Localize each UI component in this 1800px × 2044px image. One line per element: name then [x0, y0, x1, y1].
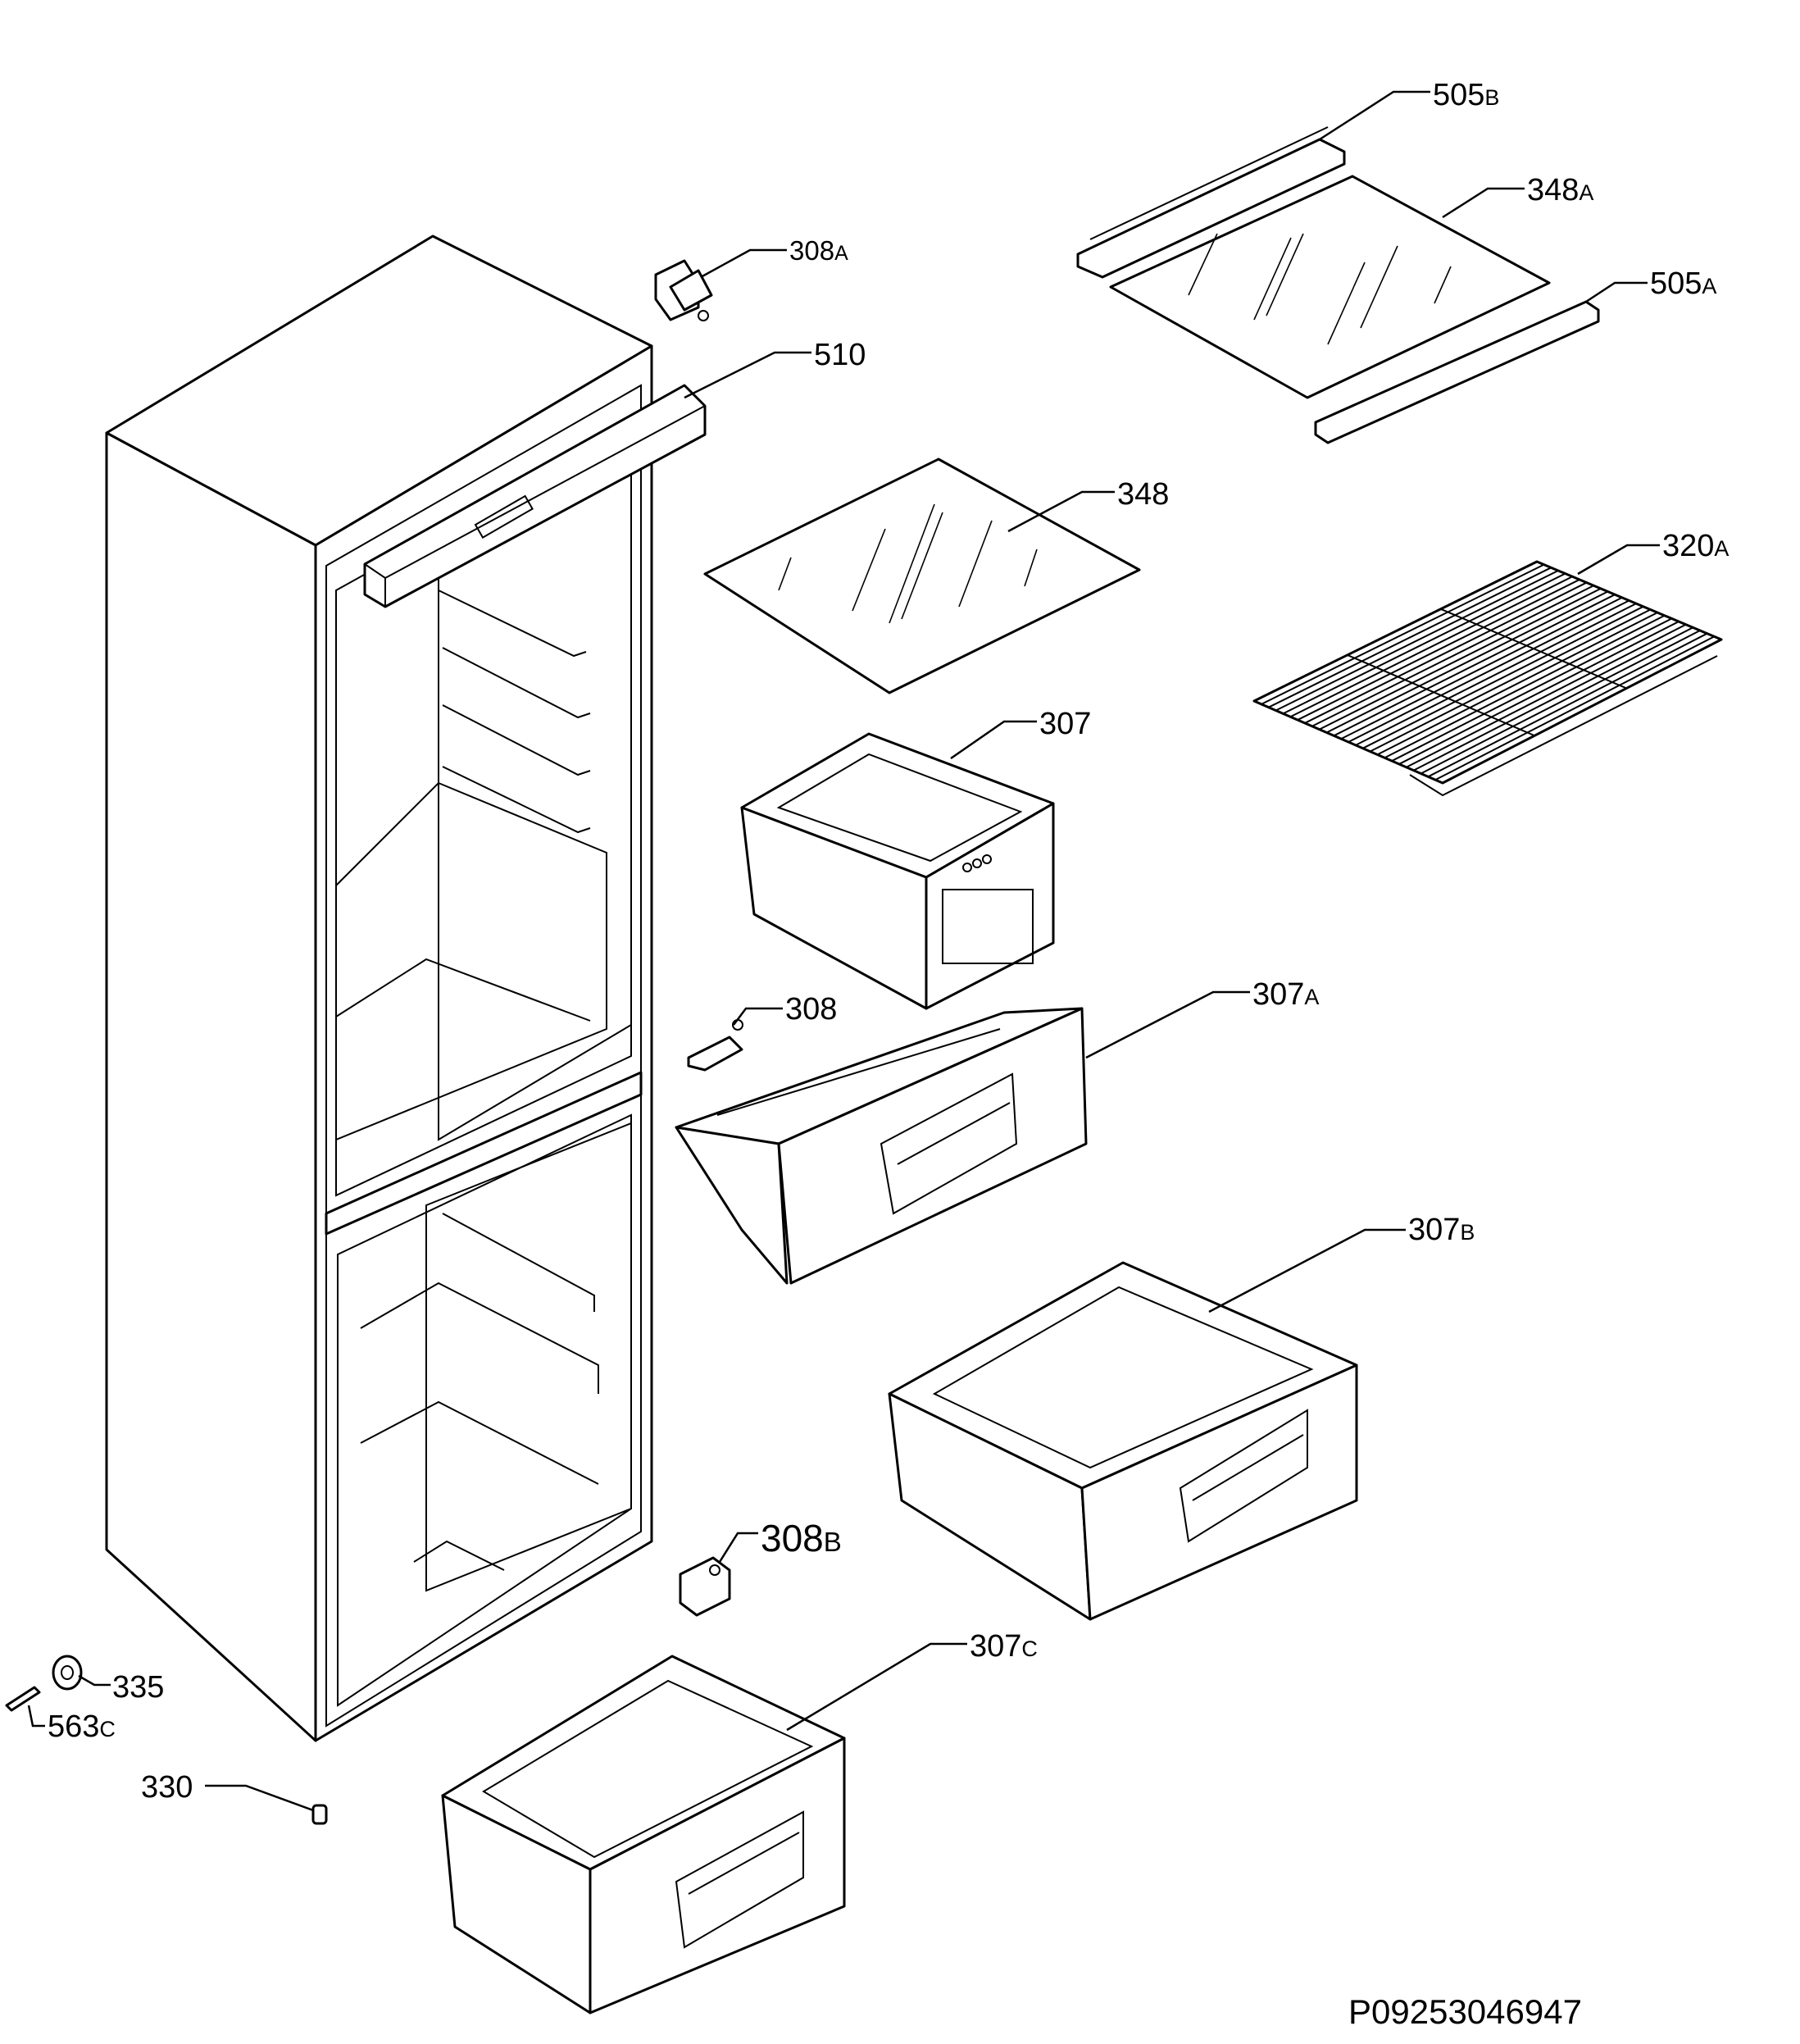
wire-rod [1275, 570, 1559, 712]
wire-rod [1406, 623, 1687, 768]
wire-rod [1384, 614, 1666, 759]
leader-lines [27, 90, 1660, 1812]
label-505b: 505B [1433, 78, 1499, 112]
top-hinge-part [654, 259, 713, 321]
wire-cross-bar [1440, 608, 1627, 690]
drawer-upper-part [675, 1007, 1088, 1285]
wire-rod [1391, 617, 1672, 762]
wire-rod [1362, 605, 1644, 749]
drawer-lower-part [441, 1655, 846, 2014]
wire-rod [1297, 579, 1580, 721]
label-563c: 563C [48, 1709, 116, 1744]
label-308b: 308B [761, 1517, 842, 1559]
label-348: 348 [1117, 477, 1169, 512]
label-307: 307 [1039, 707, 1091, 741]
wire-rod [1434, 635, 1715, 781]
pin-part [5, 1686, 41, 1712]
wire-rod [1420, 630, 1701, 775]
wire-rod [1370, 608, 1651, 753]
glass-shelf-part [703, 458, 1141, 694]
wire-rod [1311, 585, 1594, 727]
part-labels: 505B 348A 505A 308A 510 348 320A 307 308… [48, 78, 1729, 2031]
wire-rod [1261, 563, 1545, 705]
fridge-cabinet [105, 234, 653, 1742]
label-335: 335 [112, 1670, 164, 1705]
label-505a: 505A [1650, 266, 1716, 301]
wire-rod [1348, 599, 1630, 743]
wire-shelf-part [1252, 560, 1723, 797]
wire-rod [1413, 626, 1693, 772]
wire-rod [1427, 632, 1708, 778]
label-320a: 320A [1662, 529, 1729, 563]
label-308a: 308A [789, 235, 848, 266]
glass-shelf-upper-part [1109, 175, 1551, 399]
wire-rod [1326, 590, 1608, 734]
wire-rod [1304, 581, 1588, 724]
label-307c: 307C [970, 1629, 1038, 1664]
label-307a: 307A [1252, 977, 1319, 1012]
wire-rod [1376, 612, 1658, 756]
wire-cross-bar [1347, 653, 1535, 737]
control-panel-part [363, 384, 707, 608]
wire-rod [1333, 594, 1616, 737]
wire-rod [1340, 596, 1623, 740]
diagram-code: P09253046947 [1348, 1992, 1582, 2031]
wire-rod [1398, 621, 1680, 765]
label-348a: 348A [1527, 173, 1593, 207]
wire-rod [1355, 603, 1637, 746]
crisper-box-part [740, 732, 1055, 1010]
label-510: 510 [814, 338, 866, 372]
wire-rod [1319, 587, 1602, 731]
wire-rod [1289, 576, 1573, 718]
label-307b: 307B [1408, 1213, 1475, 1247]
foot-part [311, 1804, 328, 1825]
label-330: 330 [141, 1770, 193, 1805]
clip-part [687, 1019, 743, 1072]
label-308: 308 [785, 992, 837, 1027]
drawer-middle-part [888, 1261, 1358, 1621]
roller-part [52, 1655, 83, 1691]
wire-rod [1268, 567, 1552, 708]
lower-hinge-part [679, 1556, 731, 1617]
wire-rod [1282, 572, 1566, 715]
